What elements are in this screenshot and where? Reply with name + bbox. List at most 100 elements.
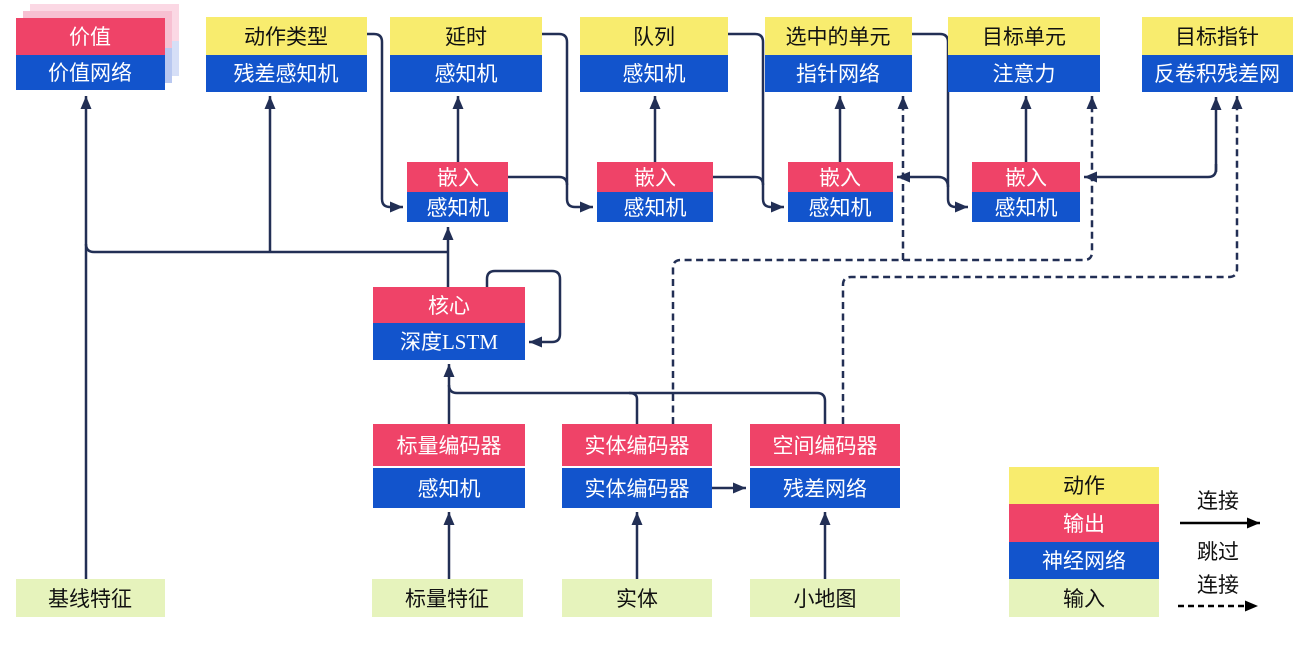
value-network-band	[16, 55, 165, 90]
legend-solid-edge-label: 连接	[1197, 489, 1239, 513]
target-pointer-network-band	[1142, 55, 1293, 92]
entity-encoder-bottom-label: 实体编码器	[585, 477, 690, 501]
delay-network-band	[390, 55, 542, 92]
entity-encoder-top-label: 实体编码器	[585, 434, 690, 458]
edge-entity-encoder-join-bus	[628, 391, 639, 424]
value-output-band	[16, 18, 165, 55]
legend-skip-edge-label-1: 跳过	[1197, 540, 1239, 564]
node-selected-units: 选中的单元 指针网络	[765, 17, 912, 92]
selected-units-action-band	[765, 17, 912, 55]
core-bottom-label: 深度LSTM	[400, 330, 498, 354]
skip-entity-to-target-unit	[671, 96, 1098, 424]
embedding2-top-label: 嵌入	[634, 166, 676, 190]
skip-spatial-to-target-pointer	[841, 96, 1243, 424]
node-entity-encoder: 实体编码器 实体编码器	[562, 424, 712, 508]
node-target-unit: 目标单元 注意力	[948, 17, 1100, 92]
edge-action-type-to-embedding1	[367, 32, 403, 213]
embedding3-top-label: 嵌入	[819, 166, 861, 190]
node-spatial-encoder: 空间编码器 残差网络	[750, 424, 900, 508]
baseline-features-label: 基线特征	[48, 587, 132, 611]
edge-core-output-bus	[84, 243, 448, 254]
edge-selected-units-to-embedding4	[912, 32, 968, 213]
embedding4-network-band	[972, 192, 1080, 222]
legend-input-label: 输入	[1063, 587, 1105, 611]
node-target-pointer: 目标指针 反卷积残差网	[1142, 17, 1293, 92]
node-embedding-1: 嵌入 感知机	[407, 162, 508, 222]
action-type-bottom-label: 残差感知机	[234, 62, 339, 86]
entity-encoder-output-band	[562, 424, 712, 466]
edge-core-self-loop	[485, 269, 562, 348]
input-scalar-features: 标量特征	[372, 579, 523, 617]
node-core: 核心 深度LSTM	[373, 287, 525, 360]
selected-units-top-label: 选中的单元	[786, 25, 891, 49]
action-type-action-band	[206, 17, 367, 55]
edges	[80, 32, 1243, 579]
legend-network-swatch	[1009, 542, 1159, 579]
embedding1-top-label: 嵌入	[437, 166, 479, 190]
legend-input-swatch	[1009, 579, 1159, 617]
embedding1-network-band	[407, 192, 508, 222]
entities-label: 实体	[616, 587, 658, 611]
scalar-features-box	[372, 579, 523, 617]
edge-branch-into-embedding3	[897, 171, 950, 188]
legend-skip-edge-label-2: 连接	[1197, 573, 1239, 597]
target-pointer-top-label: 目标指针	[1175, 25, 1259, 49]
action-type-top-label: 动作类型	[244, 25, 328, 49]
scalar-features-label: 标量特征	[405, 587, 489, 611]
embedding3-output-band	[788, 162, 893, 192]
node-embedding-3: 嵌入 感知机	[788, 162, 893, 222]
edge-queue-to-embedding3	[728, 32, 784, 213]
embedding2-output-band	[597, 162, 713, 192]
embedding1-output-band	[407, 162, 508, 192]
target-unit-network-band	[948, 55, 1100, 92]
scalar-encoder-bottom-label: 感知机	[418, 477, 481, 501]
delay-top-label: 延时	[445, 25, 487, 49]
spatial-encoder-top-label: 空间编码器	[773, 434, 878, 458]
embedding4-output-band	[972, 162, 1080, 192]
core-network-band	[373, 323, 525, 360]
target-pointer-bottom-label: 反卷积残差网	[1154, 62, 1280, 86]
scalar-encoder-top-label: 标量编码器	[397, 434, 502, 458]
embedding4-top-label: 嵌入	[1005, 166, 1047, 190]
spatial-encoder-output-band	[750, 424, 900, 466]
target-unit-top-label: 目标单元	[982, 25, 1066, 49]
queue-top-label: 队列	[633, 25, 675, 49]
edge-embedding2-out	[713, 175, 765, 186]
baseline-features-box	[16, 579, 165, 617]
input-entities: 实体	[562, 579, 712, 617]
entity-encoder-network-band	[562, 468, 712, 508]
core-top-label: 核心	[428, 294, 470, 318]
target-pointer-action-band	[1142, 17, 1293, 55]
legend-network-label: 神经网络	[1042, 549, 1126, 573]
edge-branch-into-embedding4	[1084, 164, 1218, 183]
node-queue: 队列 感知机	[580, 17, 728, 92]
edge-encoder-bus	[447, 384, 827, 424]
queue-network-band	[580, 55, 728, 92]
legend-action-swatch	[1009, 467, 1159, 504]
delay-bottom-label: 感知机	[435, 62, 498, 86]
selected-units-network-band	[765, 55, 912, 92]
edge-delay-to-embedding2	[542, 32, 593, 213]
input-minimap: 小地图	[750, 579, 900, 617]
input-baseline-features: 基线特征	[16, 579, 165, 617]
scalar-encoder-network-band	[373, 468, 525, 508]
embedding3-bottom-label: 感知机	[809, 196, 872, 220]
node-embedding-4: 嵌入 感知机	[972, 162, 1080, 222]
action-type-network-band	[206, 55, 367, 92]
legend-action-label: 动作	[1063, 474, 1105, 498]
spatial-encoder-bottom-label: 残差网络	[783, 477, 867, 501]
spatial-encoder-network-band	[750, 468, 900, 508]
node-embedding-2: 嵌入 感知机	[597, 162, 713, 222]
embedding3-network-band	[788, 192, 893, 222]
core-output-band	[373, 287, 525, 323]
delay-action-band	[390, 17, 542, 55]
node-action-type: 动作类型 残差感知机	[206, 17, 367, 92]
node-scalar-encoder: 标量编码器 感知机	[373, 424, 525, 508]
legend-output-swatch	[1009, 504, 1159, 542]
embedding4-bottom-label: 感知机	[995, 196, 1058, 220]
embedding2-network-band	[597, 192, 713, 222]
minimap-label: 小地图	[794, 587, 857, 611]
value-bottom-label: 价值网络	[48, 61, 132, 85]
embedding2-bottom-label: 感知机	[624, 196, 687, 220]
